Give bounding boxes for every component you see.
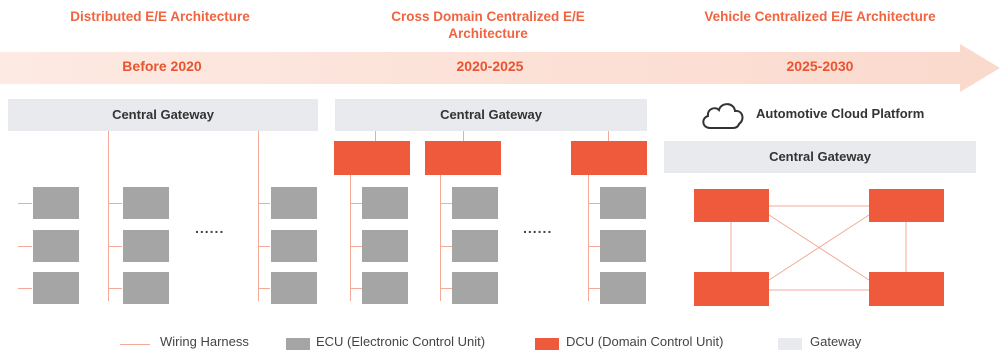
- ecu-block: [271, 187, 317, 219]
- ecu-block: [452, 230, 498, 262]
- ecu-block: [362, 187, 408, 219]
- wire-stub: [258, 203, 270, 204]
- ecu-block: [33, 187, 79, 219]
- cloud-platform-label: Automotive Cloud Platform: [756, 106, 925, 121]
- ecu-block: [362, 272, 408, 304]
- ecu-block: [123, 230, 169, 262]
- wire-stub: [108, 288, 122, 289]
- ecu-block: [452, 187, 498, 219]
- wire-stub: [108, 203, 122, 204]
- dcu-block: [869, 272, 944, 306]
- wire-stub: [588, 203, 600, 204]
- ecu-block: [362, 230, 408, 262]
- wire-stub: [588, 246, 600, 247]
- dcu-block: [425, 141, 501, 175]
- wire-trunk: [350, 175, 351, 301]
- legend-dcu-label: DCU (Domain Control Unit): [566, 334, 724, 349]
- wire-trunk: [108, 131, 109, 301]
- central-gateway-vehicle: Central Gateway: [664, 141, 976, 173]
- ecu-block: [123, 187, 169, 219]
- wire-stub: [588, 288, 600, 289]
- ecu-block: [33, 230, 79, 262]
- dcu-block: [571, 141, 647, 175]
- ecu-block: [271, 272, 317, 304]
- ecu-block: [600, 272, 646, 304]
- dcu-block: [694, 272, 769, 306]
- wire-stub: [18, 288, 32, 289]
- wire-stub: [440, 246, 452, 247]
- wire-trunk: [463, 131, 464, 141]
- legend-gateway-label: Gateway: [810, 334, 862, 349]
- legend-wiring-swatch: [120, 344, 150, 345]
- wire-stub: [350, 246, 362, 247]
- cloud-icon: [702, 103, 744, 129]
- legend-wiring-label: Wiring Harness: [160, 334, 249, 349]
- dcu-block: [694, 189, 769, 222]
- phase-title-vehicle-centralized: Vehicle Centralized E/E Architecture: [704, 9, 936, 24]
- legend-gateway-swatch: [778, 338, 802, 350]
- wire-trunk: [258, 131, 259, 301]
- wire-stub: [350, 288, 362, 289]
- timeline-arrow: [0, 44, 1000, 92]
- wire-trunk: [608, 131, 609, 141]
- ecu-block: [600, 230, 646, 262]
- period-2020-2025: 2020-2025: [456, 58, 524, 74]
- legend-ecu-swatch: [286, 338, 310, 350]
- ellipsis: ......: [523, 220, 553, 236]
- phase-title-distributed: Distributed E/E Architecture: [70, 9, 250, 24]
- ellipsis: ......: [195, 220, 225, 236]
- wire-stub: [258, 288, 270, 289]
- wire-stub: [350, 203, 362, 204]
- wire-trunk: [375, 131, 376, 141]
- wire-stub: [18, 203, 32, 204]
- central-gateway-cross-domain: Central Gateway: [335, 99, 647, 131]
- wire-trunk: [440, 175, 441, 301]
- ecu-block: [452, 272, 498, 304]
- ecu-block: [271, 230, 317, 262]
- ecu-block: [600, 187, 646, 219]
- period-2025-2030: 2025-2030: [786, 58, 854, 74]
- wire-trunk: [588, 175, 589, 301]
- period-before-2020: Before 2020: [122, 58, 202, 74]
- wire-stub: [258, 246, 270, 247]
- wire-stub: [108, 246, 122, 247]
- legend-dcu-swatch: [535, 338, 559, 350]
- wire-stub: [18, 246, 32, 247]
- dcu-block: [869, 189, 944, 222]
- ecu-block: [33, 272, 79, 304]
- legend-ecu-label: ECU (Electronic Control Unit): [316, 334, 486, 349]
- central-gateway-distributed: Central Gateway: [8, 99, 318, 131]
- ecu-block: [123, 272, 169, 304]
- dcu-block: [334, 141, 410, 175]
- wire-stub: [440, 288, 452, 289]
- wire-stub: [440, 203, 452, 204]
- phase-title-cross-domain: Cross Domain Centralized E/E Architectur…: [391, 9, 585, 41]
